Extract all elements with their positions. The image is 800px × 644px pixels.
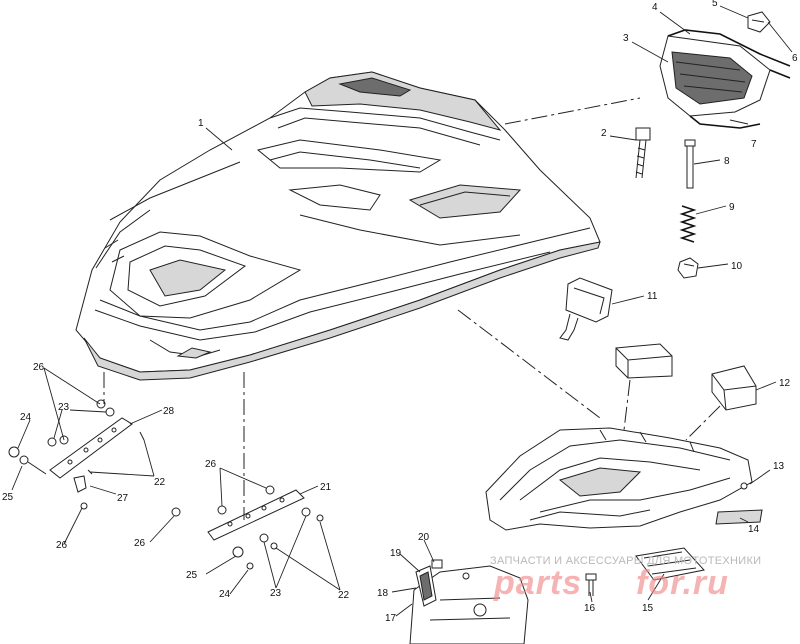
- hood-assembly: [75, 71, 601, 381]
- callout-4: 4: [652, 2, 658, 13]
- callout-labels: 1 2 3 4 5 6 7 8 9 10 11 12 13 14 15 16 1…: [2, 0, 798, 624]
- callout-3: 3: [623, 33, 629, 44]
- callout-15: 15: [642, 603, 654, 614]
- callout-25-left: 25: [2, 492, 14, 503]
- bracket-hardware: [8, 399, 324, 570]
- foam-blocks: [615, 343, 757, 411]
- callout-5: 5: [712, 0, 718, 9]
- callout-17: 17: [385, 613, 397, 624]
- mirror-part: [559, 277, 613, 341]
- callout-23-left: 23: [58, 402, 70, 413]
- callout-7: 7: [751, 139, 757, 150]
- callout-22-left: 22: [154, 477, 166, 488]
- callout-26-mid: 26: [134, 538, 146, 549]
- callout-1: 1: [198, 118, 204, 129]
- callout-25-right: 25: [186, 570, 198, 581]
- callout-24-left: 24: [20, 412, 32, 423]
- hood-liner: [485, 427, 753, 531]
- callout-6: 6: [792, 53, 798, 64]
- headlight-assembly: [659, 11, 791, 129]
- callout-26-left: 26: [56, 540, 68, 551]
- callout-8: 8: [724, 156, 730, 167]
- watermark-brand-right: for.ru: [636, 564, 729, 602]
- hardware-parts: [635, 127, 699, 279]
- watermark-caption: ЗАПЧАСТИ И АКСЕССУАРЫ ДЛЯ МОТОТЕХНИКИ: [490, 555, 761, 567]
- callout-16: 16: [584, 603, 596, 614]
- callout-23-right: 23: [270, 588, 282, 599]
- lower-parts: [409, 509, 763, 644]
- assembly-lines: [103, 97, 721, 520]
- callout-24-right: 24: [219, 589, 231, 600]
- callout-26-right: 26: [205, 459, 217, 470]
- leader-lines: [11, 5, 793, 617]
- callout-11: 11: [647, 291, 658, 302]
- callout-20: 20: [418, 532, 430, 543]
- callout-9: 9: [729, 202, 735, 213]
- callout-13: 13: [773, 461, 785, 472]
- callout-10: 10: [731, 261, 743, 272]
- callout-2: 2: [601, 128, 607, 139]
- callout-18: 18: [377, 588, 389, 599]
- watermark-brand-left: parts: [493, 564, 582, 602]
- callout-28: 28: [163, 406, 175, 417]
- callout-27: 27: [117, 493, 129, 504]
- callout-12: 12: [779, 378, 791, 389]
- callout-14: 14: [748, 524, 760, 535]
- callout-21: 21: [320, 482, 332, 493]
- watermark: ЗАПЧАСТИ И АКСЕССУАРЫ ДЛЯ МОТОТЕХНИКИ pa…: [490, 555, 761, 602]
- callout-22-right: 22: [338, 590, 350, 601]
- callout-19: 19: [390, 548, 402, 559]
- callout-26-top: 26: [33, 362, 45, 373]
